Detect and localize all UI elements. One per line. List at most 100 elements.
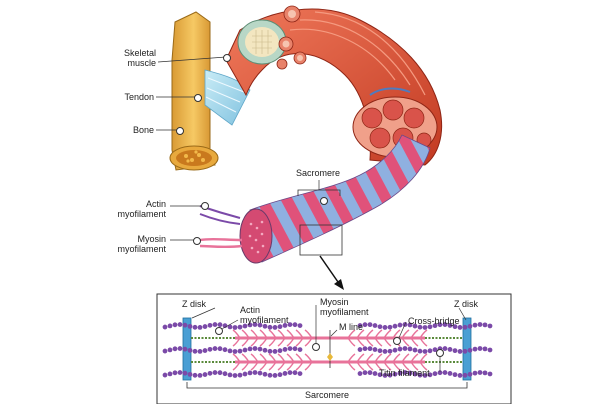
actin-bead xyxy=(297,371,303,377)
actin-bead xyxy=(447,371,453,376)
pointer-dot-inset-actin xyxy=(215,327,223,335)
actin-bead xyxy=(477,322,483,327)
actin-bead xyxy=(417,348,423,354)
actin-bead xyxy=(472,346,478,352)
cross-bridge-head xyxy=(259,329,268,347)
zoom-arrow xyxy=(319,255,344,290)
label-z-disk-left: Z disk xyxy=(182,299,207,309)
actin-bead xyxy=(357,347,363,352)
actin-bead xyxy=(277,372,283,378)
actin-bead xyxy=(382,325,388,330)
actin-bead xyxy=(247,370,253,376)
cross-bridge-head xyxy=(347,329,356,347)
actin-bead xyxy=(252,370,258,375)
actin-bead xyxy=(197,325,203,330)
actin-bead xyxy=(412,347,418,353)
actin-bead xyxy=(452,324,458,330)
actin-bead xyxy=(232,325,238,330)
actin-bead xyxy=(472,370,478,376)
actin-bead xyxy=(452,372,458,378)
actin-bead xyxy=(417,324,423,330)
actin-bead xyxy=(462,348,468,354)
actin-bead xyxy=(362,322,368,328)
actin-bead xyxy=(287,322,293,327)
cross-bridge-head xyxy=(365,353,374,371)
cross-bridge-head xyxy=(419,329,428,347)
actin-bead xyxy=(262,323,268,329)
actin-bead xyxy=(217,370,223,376)
actin-bead xyxy=(482,346,488,352)
actin-bead xyxy=(412,323,418,329)
actin-bead xyxy=(457,325,463,330)
cross-bridge-head xyxy=(383,329,392,347)
actin-bead xyxy=(467,371,473,377)
actin-bead xyxy=(427,372,433,378)
actin-bead xyxy=(377,372,383,378)
actin-bead xyxy=(362,346,368,352)
label-myosin-myofilament: Myosin myofilament xyxy=(117,234,166,254)
actin-bead xyxy=(467,323,473,329)
actin-bead xyxy=(247,346,253,352)
pointer-dot-actin xyxy=(201,202,209,210)
actin-bead xyxy=(472,322,478,328)
actin-bead xyxy=(177,346,183,351)
actin-bead xyxy=(227,348,233,354)
cross-bridge-head xyxy=(277,353,286,371)
pointer-dot-tendon xyxy=(194,94,202,102)
actin-bead xyxy=(392,371,398,377)
label-sarcomere-bottom: Sarcomere xyxy=(304,390,349,400)
actin-bead xyxy=(202,324,208,329)
actin-bead xyxy=(287,370,293,375)
actin-bead xyxy=(482,370,488,376)
actin-bead xyxy=(272,325,278,330)
actin-bead xyxy=(462,372,468,378)
actin-bead xyxy=(367,370,373,376)
cross-bridge-head xyxy=(250,353,259,371)
actin-bead xyxy=(387,324,393,330)
inset-actin-filaments xyxy=(162,322,493,378)
label-inset-actin: Actin myofilament xyxy=(240,305,289,325)
actin-bead xyxy=(197,349,203,354)
actin-bead xyxy=(372,371,378,376)
actin-bead xyxy=(407,322,413,328)
actin-bead xyxy=(417,372,423,378)
actin-bead xyxy=(252,322,258,327)
cross-bridge-head xyxy=(250,329,259,347)
cross-bridge-head xyxy=(295,329,304,347)
actin-bead xyxy=(207,322,213,328)
cross-bridge-head xyxy=(419,353,428,371)
actin-bead xyxy=(392,323,398,329)
actin-bead xyxy=(407,370,413,376)
actin-bead xyxy=(217,346,223,352)
cross-bridge-head xyxy=(410,353,419,371)
actin-bead xyxy=(282,323,288,328)
actin-bead xyxy=(367,346,373,352)
cross-bridge-head xyxy=(259,353,268,371)
actin-bead xyxy=(297,323,303,329)
cross-bridge-head xyxy=(295,353,304,371)
actin-bead xyxy=(467,347,473,353)
actin-bead xyxy=(457,349,463,354)
cross-bridge-head xyxy=(392,353,401,371)
pointer-dot-sacromere xyxy=(320,197,328,205)
actin-bead xyxy=(222,347,228,353)
cross-bridge-head xyxy=(347,353,356,371)
actin-bead xyxy=(207,370,213,376)
actin-bead xyxy=(422,325,428,330)
pointer-dot-inset-myosin xyxy=(312,343,320,351)
actin-bead xyxy=(212,322,218,327)
actin-bead xyxy=(357,323,363,328)
inset-m-line-marker xyxy=(327,353,333,361)
actin-bead xyxy=(267,324,273,330)
actin-bead xyxy=(457,373,463,378)
actin-bead xyxy=(427,324,433,330)
pointer-dot-bone xyxy=(176,127,184,135)
cross-bridge-head xyxy=(241,353,250,371)
actin-bead xyxy=(237,372,243,378)
actin-bead xyxy=(407,346,413,352)
actin-bead xyxy=(172,346,178,352)
actin-bead xyxy=(447,323,453,328)
label-inset-myosin: Myosin myofilament xyxy=(320,297,369,317)
actin-bead xyxy=(217,322,223,328)
cross-bridge-head xyxy=(232,353,241,371)
